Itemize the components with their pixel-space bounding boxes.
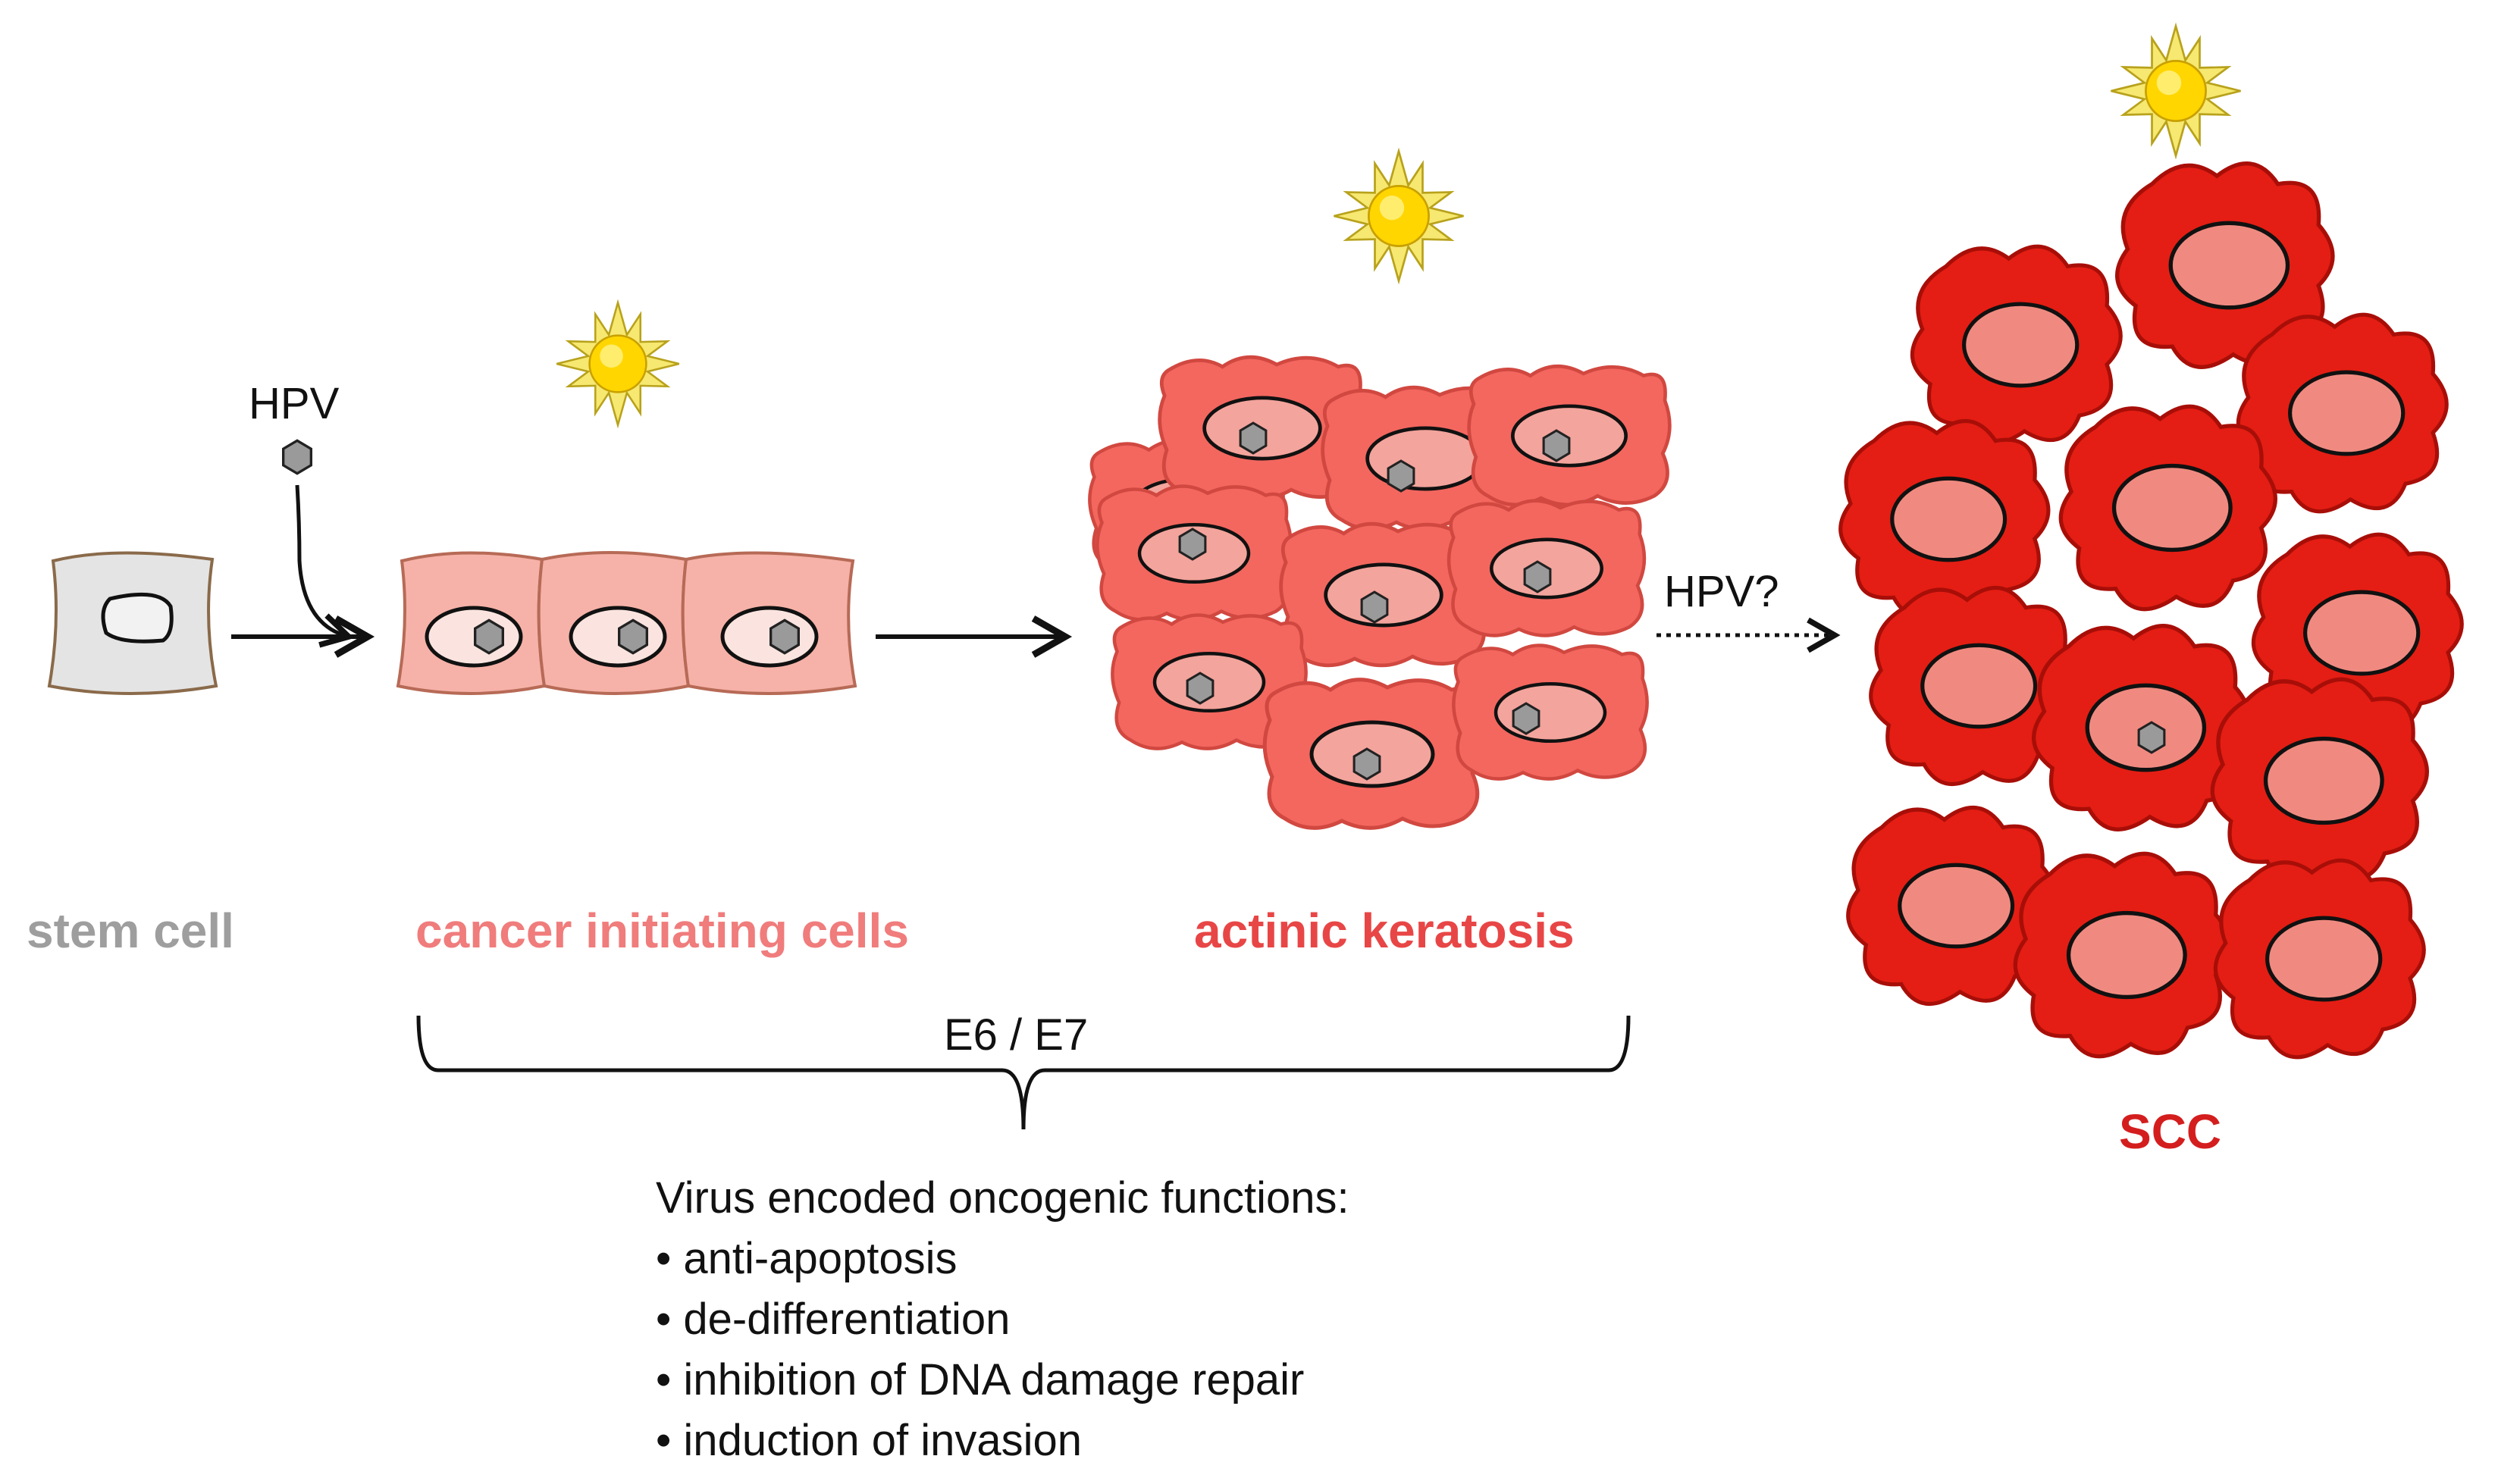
virus-icon [618,618,648,655]
virus-icon [769,618,801,655]
function-item: • de-differentiation [656,1295,1010,1344]
e6-e7-bracket [416,1015,1631,1130]
functions-title: Virus encoded oncogenic functions: [656,1173,1349,1223]
sun-icon [2110,25,2242,157]
hpv-infection-arrow [295,484,355,648]
stage-label-stem-cell: stem cell [27,903,234,958]
function-item: • induction of invasion [656,1416,1082,1465]
e6-e7-label: E6 / E7 [944,1010,1088,1060]
hpv-label: HPV [249,379,340,428]
stage-label-actinic-keratosis: actinic keratosis [1194,903,1575,958]
stem-cell [47,551,218,695]
hpv-virus-icon [281,439,313,475]
stage-label-scc: SCC [2119,1104,2221,1159]
sun-icon [555,301,681,427]
function-item: • anti-apoptosis [656,1234,958,1283]
virus-icon [474,618,504,655]
function-item: • inhibition of DNA damage repair [656,1355,1304,1404]
oncogenic-functions-list: Virus encoded oncogenic functions: • ant… [656,1173,1349,1465]
stage-label-cancer-initiating-cells: cancer initiating cells [415,903,909,958]
scc-cells [1841,164,2462,1057]
sun-icon [1333,150,1465,282]
cancer-initiating-cells [396,551,857,695]
hpv-question-label: HPV? [1664,567,1779,616]
scc-virus-icon [2137,721,2166,754]
